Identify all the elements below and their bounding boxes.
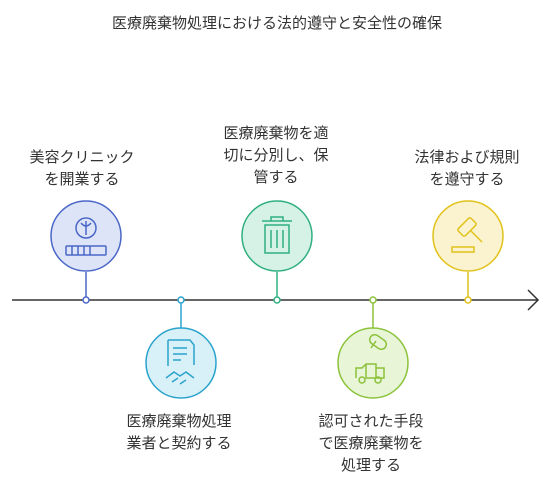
gavel-icon — [451, 217, 483, 253]
step-2-node — [145, 296, 217, 399]
step-5-node — [432, 200, 504, 304]
step-4-label: 認可された手段で医療廃棄物を処理する — [318, 412, 424, 474]
step-1-node — [50, 200, 122, 304]
contract-icon — [165, 339, 195, 385]
step-4-node — [337, 296, 409, 399]
clinic-icon — [65, 217, 107, 256]
timeline-arrowhead — [527, 289, 540, 311]
step-5-label: 法律および規則を遵守する — [414, 148, 520, 188]
step-1-label: 美容クリニックを開業する — [29, 148, 135, 188]
step-3-label: 医療廃棄物を適切に分別し、保管する — [223, 124, 329, 186]
disposal-truck-icon — [355, 333, 388, 384]
step-3-node — [241, 200, 313, 304]
diagram-title: 医療廃棄物処理における法的遵守と安全性の確保 — [111, 14, 442, 32]
step-2-label: 医療廃棄物処理業者と契約する — [126, 412, 232, 452]
trash-can-icon — [262, 216, 292, 254]
